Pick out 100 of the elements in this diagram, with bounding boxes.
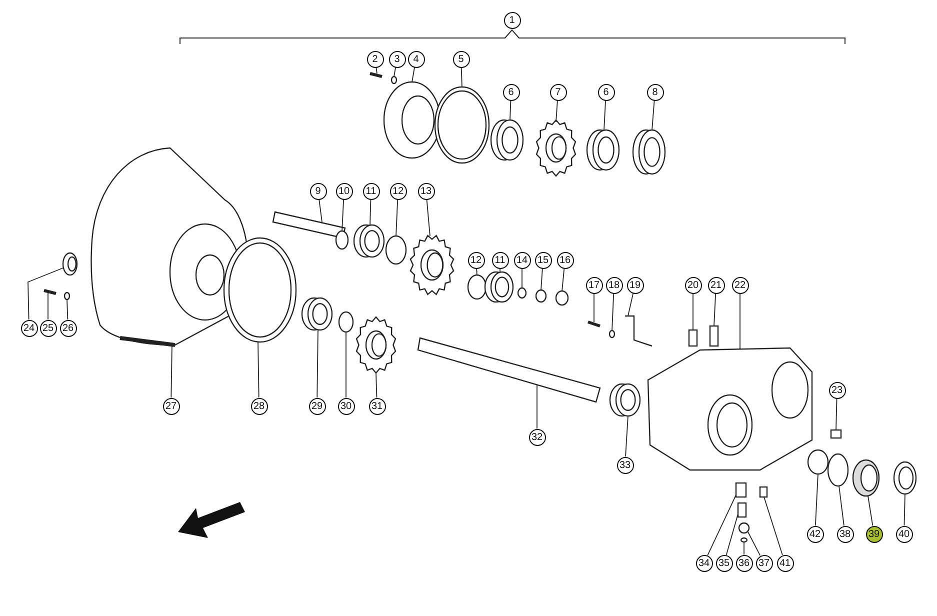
sensor-drawing bbox=[709, 325, 719, 347]
gear-drawing bbox=[356, 316, 396, 374]
callout-number: 29 bbox=[308, 398, 326, 414]
bearing-drawing bbox=[632, 129, 666, 175]
callout-number: 24 bbox=[20, 320, 38, 336]
callout-number: 12 bbox=[468, 252, 484, 268]
bearing-drawing bbox=[484, 271, 514, 303]
callout-number: 6 bbox=[502, 84, 520, 100]
callout-number: 36 bbox=[736, 554, 752, 572]
callout-number: 19 bbox=[626, 276, 644, 294]
leader-line bbox=[342, 199, 344, 232]
leader-line bbox=[318, 198, 322, 222]
leader-line bbox=[625, 416, 628, 457]
o-ring-drawing bbox=[827, 453, 849, 487]
seal-drawing bbox=[893, 461, 917, 495]
leader-line bbox=[562, 268, 565, 292]
leader-line bbox=[628, 292, 634, 316]
gasket-drawing bbox=[434, 86, 490, 164]
leader-line bbox=[838, 486, 844, 526]
callout-number: 41 bbox=[776, 554, 794, 572]
leader-line bbox=[396, 199, 398, 236]
callout-number: 23 bbox=[828, 382, 846, 398]
leader-line bbox=[748, 532, 761, 556]
callout-number: 3 bbox=[388, 50, 406, 68]
sensor-drawing bbox=[688, 329, 698, 347]
leader-line bbox=[540, 268, 543, 290]
callout-number: 21 bbox=[708, 276, 724, 294]
leader-line bbox=[714, 293, 716, 326]
leader-line bbox=[258, 342, 260, 398]
bearing-drawing bbox=[490, 119, 524, 161]
leader-line bbox=[370, 199, 372, 226]
callout-number: 18 bbox=[606, 276, 622, 294]
nut-drawing bbox=[555, 290, 569, 306]
callout-number: 39 bbox=[866, 526, 882, 542]
gasket-drawing bbox=[223, 237, 297, 343]
callout-number: 8 bbox=[646, 84, 664, 100]
leader-line bbox=[412, 66, 415, 82]
callout-number: 14 bbox=[514, 252, 530, 268]
callout-number: 15 bbox=[534, 252, 552, 268]
callout-number: 37 bbox=[756, 554, 772, 572]
bolt-drawing bbox=[588, 320, 600, 328]
washer-drawing bbox=[390, 76, 398, 84]
leader-line bbox=[394, 66, 396, 77]
callout-number: 31 bbox=[368, 398, 386, 414]
leader-line bbox=[726, 514, 738, 556]
bearing-drawing bbox=[301, 297, 333, 331]
callout-number: 20 bbox=[684, 276, 702, 294]
ring-drawing bbox=[517, 287, 527, 299]
callout-number: 1 bbox=[504, 12, 520, 28]
callout-number: 5 bbox=[452, 50, 470, 68]
leader-line bbox=[170, 344, 172, 398]
leader-line bbox=[66, 299, 68, 320]
bolt-drawing bbox=[370, 72, 382, 78]
leader-line bbox=[28, 268, 64, 320]
callout-number: 35 bbox=[716, 554, 732, 572]
leader-line bbox=[604, 100, 606, 130]
callout-number: 25 bbox=[40, 320, 56, 336]
washer-drawing bbox=[64, 292, 70, 300]
leader-line bbox=[510, 100, 512, 120]
washer-drawing bbox=[535, 289, 547, 303]
bell-housing-drawing bbox=[90, 147, 249, 347]
leader-line bbox=[376, 66, 378, 74]
callout-number: 10 bbox=[336, 182, 352, 200]
callout-number: 11 bbox=[492, 252, 508, 268]
washer-drawing bbox=[740, 537, 748, 543]
callout-number: 38 bbox=[836, 526, 854, 542]
leader-line bbox=[652, 100, 655, 130]
callout-number: 22 bbox=[732, 276, 748, 294]
nut-drawing bbox=[738, 522, 750, 534]
leader-line bbox=[692, 293, 694, 330]
bracket-drawing bbox=[625, 315, 652, 347]
leader-line bbox=[904, 494, 906, 526]
leader-line bbox=[836, 398, 838, 430]
callout-number: 33 bbox=[616, 456, 634, 474]
bushing-drawing bbox=[807, 449, 829, 475]
leader-line bbox=[764, 496, 783, 556]
bolt-drawing bbox=[44, 289, 56, 295]
callout-number: 42 bbox=[806, 526, 824, 542]
plug-drawing bbox=[759, 486, 768, 498]
callout-number: 32 bbox=[528, 428, 546, 446]
leader-line bbox=[814, 474, 818, 526]
gear-drawing bbox=[410, 234, 454, 296]
leader-line bbox=[556, 100, 558, 122]
callout-number: 40 bbox=[896, 526, 912, 542]
ring-drawing bbox=[335, 230, 349, 250]
ring-drawing bbox=[338, 311, 354, 333]
callout-number: 28 bbox=[250, 398, 268, 414]
callout-number: 2 bbox=[366, 50, 384, 68]
leader-line bbox=[426, 199, 430, 236]
fitting-drawing bbox=[737, 502, 747, 518]
bearing-drawing bbox=[609, 383, 641, 417]
leader-line bbox=[707, 494, 736, 556]
circlip-drawing bbox=[467, 274, 487, 300]
callout-number: 30 bbox=[338, 398, 354, 414]
circlip-drawing bbox=[385, 235, 407, 265]
leader-line bbox=[316, 330, 318, 398]
bearing-drawing bbox=[353, 224, 385, 258]
leader-line bbox=[460, 67, 462, 88]
nut-drawing bbox=[852, 459, 880, 497]
callout-number: 11 bbox=[362, 182, 380, 200]
